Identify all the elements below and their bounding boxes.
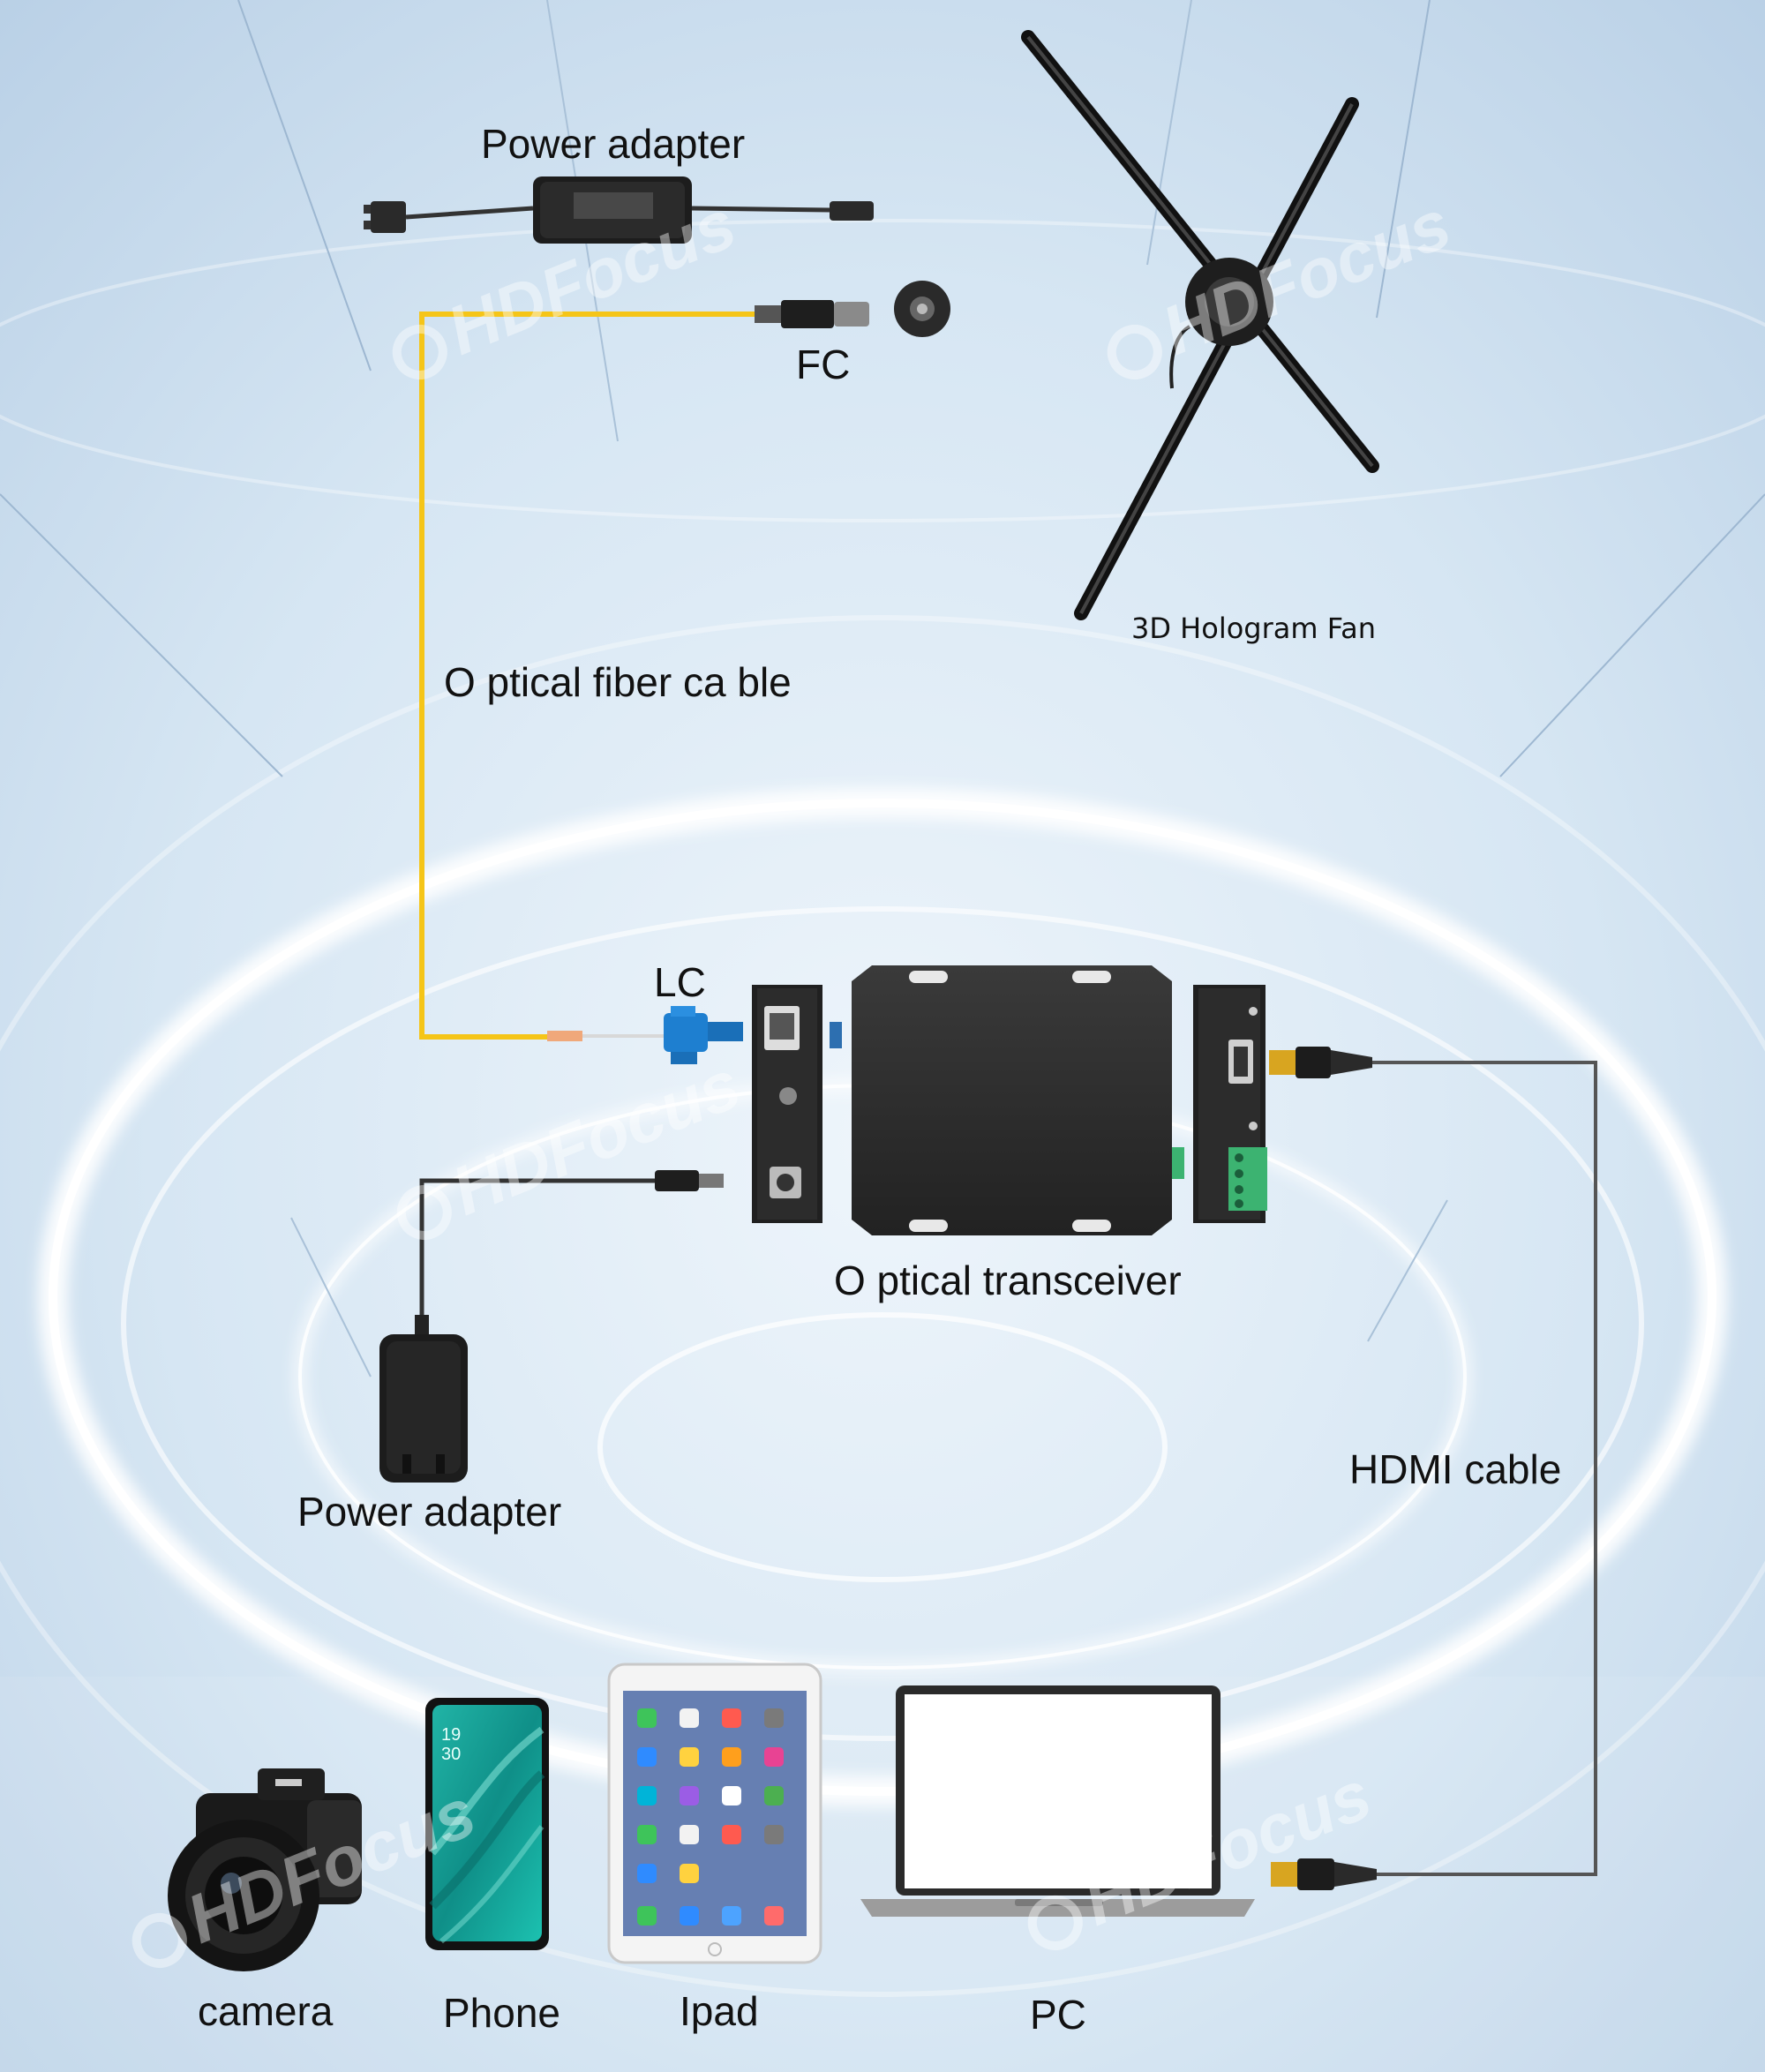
ipad-app-tile (722, 1786, 741, 1805)
optical-transceiver-icon (752, 965, 1267, 1235)
optical-fiber-cable (419, 312, 755, 1040)
ipad-app-tile (637, 1708, 657, 1728)
label-hdmi-cable: HDMI cable (1349, 1446, 1562, 1492)
ipad-app-tile (637, 1786, 657, 1805)
ipad-app-grid (637, 1708, 784, 1926)
ipad-app-tile (764, 1747, 784, 1767)
ipad-app-tile (637, 1825, 657, 1844)
ipad-app-tile (764, 1786, 784, 1805)
phone-clock-min: 30 (441, 1745, 461, 1764)
label-hologram-fan: 3D Hologram Fan (1131, 612, 1377, 645)
ipad-app-tile (637, 1864, 657, 1883)
ipad-icon (607, 1663, 822, 1964)
dc-plug (655, 1170, 724, 1191)
power-adapter-icon (364, 176, 874, 244)
hologram-fan-icon (1021, 30, 1379, 620)
fiber-end-tips (547, 1031, 666, 1041)
ipad-dock-tile (637, 1906, 657, 1926)
phone-clock: 19 (441, 1725, 461, 1745)
label-camera: camera (198, 1988, 334, 2034)
label-pc: PC (1030, 1992, 1086, 2038)
lc-connector-icon (664, 1006, 743, 1064)
wall-adapter-icon (379, 1315, 468, 1483)
label-power-adapter-top: Power adapter (481, 121, 746, 167)
label-fc: FC (796, 342, 851, 387)
label-lc: LC (654, 959, 706, 1005)
ipad-app-tile (764, 1825, 784, 1844)
ipad-app-tile (722, 1825, 741, 1844)
phone-icon: 19 30 (425, 1698, 549, 1950)
hdmi-plug-icon (1269, 1047, 1372, 1078)
ipad-app-tile (680, 1864, 699, 1883)
label-optical-fiber-cable: O ptical fiber ca ble (444, 659, 792, 705)
ipad-app-tile (680, 1786, 699, 1805)
ipad-dock-tile (680, 1906, 699, 1926)
ipad-app-tile (764, 1708, 784, 1728)
label-power-adapter-bottom: Power adapter (297, 1489, 562, 1535)
ipad-dock-tile (722, 1906, 741, 1926)
label-optical-transceiver: O ptical transceiver (834, 1257, 1182, 1303)
ipad-app-tile (680, 1708, 699, 1728)
ipad-app-tile (680, 1747, 699, 1767)
ipad-dock-tile (764, 1906, 784, 1926)
power-cable (419, 1178, 662, 1324)
fc-connector-icon (755, 281, 950, 337)
ipad-app-tile (680, 1825, 699, 1844)
ipad-app-tile (722, 1747, 741, 1767)
label-phone: Phone (443, 1990, 561, 2036)
label-ipad: Ipad (680, 1988, 759, 2034)
hdmi-plug-bottom-icon (1271, 1858, 1377, 1890)
camera-icon (168, 1768, 362, 1971)
laptop-icon (860, 1685, 1255, 1917)
ipad-app-tile (722, 1708, 741, 1728)
ipad-app-tile (637, 1747, 657, 1767)
hdmi-cable (1372, 1061, 1597, 1876)
